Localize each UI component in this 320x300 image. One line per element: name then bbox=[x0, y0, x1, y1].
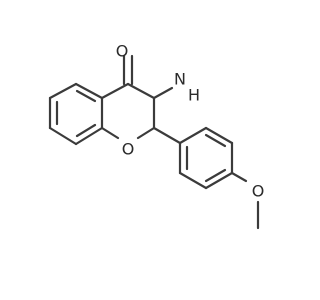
bond-aryl-methoxy-oxygen bbox=[230, 171, 248, 183]
benzo-ring bbox=[48, 82, 104, 146]
carbonyl-group bbox=[122, 54, 134, 86]
methoxy-group bbox=[230, 171, 260, 230]
bond-c2-aryl bbox=[152, 126, 182, 145]
methoxyphenyl-ring bbox=[178, 126, 234, 190]
bond-c4a-c4 bbox=[100, 82, 130, 100]
pyranone-ring bbox=[100, 82, 156, 140]
bond-aryl-1 bbox=[178, 126, 208, 145]
amino-hydrogen-label: H bbox=[188, 86, 200, 105]
bond-aryl-4 bbox=[204, 171, 234, 190]
bond-benzo-1 bbox=[74, 82, 104, 100]
chemical-structure: O N H O O bbox=[48, 42, 265, 230]
bond-c2-o1 bbox=[136, 126, 156, 140]
bond-benzo-3 bbox=[74, 126, 104, 146]
bond-benzo-4 bbox=[48, 126, 78, 146]
bond-c4-c3 bbox=[126, 82, 156, 100]
ring-oxygen-label: O bbox=[122, 140, 135, 159]
bond-aryl-5 bbox=[178, 171, 208, 190]
bond-aryl-2 bbox=[204, 126, 234, 145]
methoxy-oxygen-label: O bbox=[252, 182, 265, 201]
carbonyl-oxygen-label: O bbox=[116, 42, 129, 61]
bond-benzo-inner-1 bbox=[75, 89, 97, 103]
bond-aryl-inner-2 bbox=[204, 168, 227, 183]
structure-canvas: O N H O O bbox=[48, 42, 265, 230]
bond-aryl-inner-1 bbox=[204, 133, 227, 148]
bond-c3-nitrogen bbox=[152, 86, 174, 100]
bond-benzo-6 bbox=[48, 82, 78, 100]
amino-nitrogen-label: N bbox=[174, 70, 186, 89]
bond-benzo-inner-2 bbox=[75, 123, 97, 138]
bond-o1-c8a bbox=[100, 126, 120, 140]
